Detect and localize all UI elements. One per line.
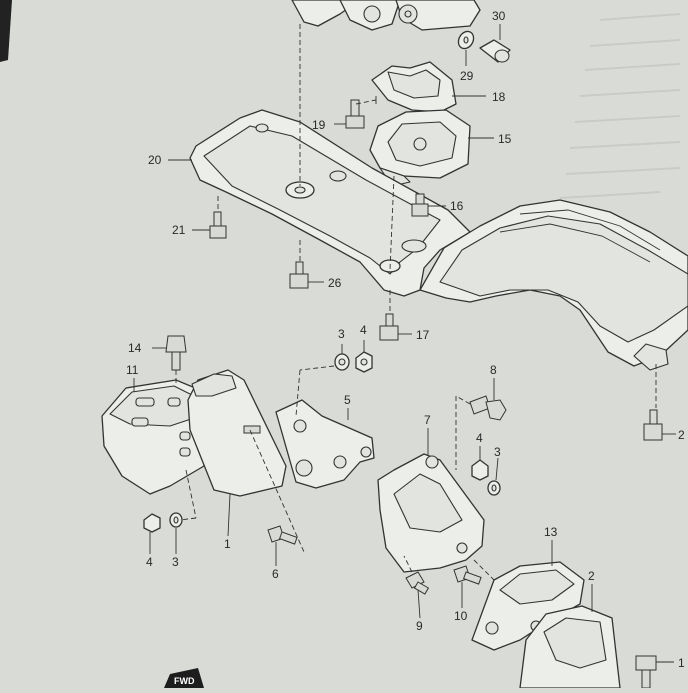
bolt-26 bbox=[289, 261, 309, 289]
callout-4-left: 4 bbox=[146, 555, 153, 569]
bleed-through-text bbox=[559, 13, 681, 199]
mount-bracket-11 bbox=[101, 379, 205, 495]
callout-20: 20 bbox=[148, 153, 162, 167]
callout-10: 10 bbox=[454, 609, 468, 623]
bolt-16 bbox=[411, 193, 429, 217]
nut-4-left bbox=[143, 513, 161, 533]
bolt-14 bbox=[165, 335, 187, 371]
callout-9: 9 bbox=[416, 619, 423, 633]
callout-15: 15 bbox=[498, 132, 512, 146]
leader-lines bbox=[133, 24, 676, 663]
callout-14: 14 bbox=[128, 341, 142, 355]
stud-bolt bbox=[243, 425, 261, 434]
callout-3-lower: 3 bbox=[494, 445, 501, 459]
alignment-lines bbox=[175, 24, 657, 581]
callout-2-edge: 2 bbox=[678, 428, 685, 442]
callout-17: 17 bbox=[416, 328, 430, 342]
tunnel-cover bbox=[419, 199, 688, 371]
bolt-17 bbox=[379, 313, 399, 341]
callout-11: 11 bbox=[126, 363, 139, 377]
callout-4-upper: 4 bbox=[360, 323, 367, 337]
callout-2: 2 bbox=[588, 569, 595, 583]
callout-6: 6 bbox=[272, 567, 279, 581]
upper-engine-mount-assembly bbox=[291, 0, 481, 31]
collar-30 bbox=[479, 39, 511, 63]
bolt-bottom-right bbox=[635, 655, 657, 689]
mount-bracket-5 bbox=[275, 399, 375, 489]
mount-bracket-15 bbox=[369, 109, 471, 187]
callout-5: 5 bbox=[344, 393, 351, 407]
callout-4-lower: 4 bbox=[476, 431, 483, 445]
mount-rubber-2 bbox=[519, 605, 621, 689]
callout-16: 16 bbox=[450, 199, 464, 213]
callout-18: 18 bbox=[492, 90, 506, 104]
mount-rubber-18 bbox=[371, 61, 457, 113]
mount-bracket-7 bbox=[377, 453, 485, 573]
bolt-6 bbox=[267, 525, 298, 545]
bolt-10 bbox=[453, 565, 482, 585]
callout-29: 29 bbox=[460, 69, 474, 83]
bolt-right-edge bbox=[643, 409, 663, 441]
callout-21: 21 bbox=[172, 223, 186, 237]
callout-13: 13 bbox=[544, 525, 558, 539]
bolt-8 bbox=[469, 395, 507, 421]
bolt-19 bbox=[345, 99, 365, 129]
mount-rubber-1 bbox=[187, 369, 287, 497]
callout-1: 1 bbox=[224, 537, 231, 551]
nut-4-lower bbox=[471, 459, 489, 481]
callout-1-edge: 1 bbox=[678, 656, 685, 670]
page-corner-shadow bbox=[0, 0, 12, 62]
fwd-arrow-badge: FWD bbox=[164, 668, 204, 688]
callout-7: 7 bbox=[424, 413, 431, 427]
callout-26: 26 bbox=[328, 276, 342, 290]
mount-bracket-13 bbox=[471, 561, 585, 651]
callout-3-left: 3 bbox=[172, 555, 179, 569]
callout-19: 19 bbox=[312, 118, 326, 132]
callout-8: 8 bbox=[490, 363, 497, 377]
bolt-21 bbox=[209, 211, 227, 239]
callout-labels: 30 29 18 15 19 20 16 21 26 17 3 4 14 11 … bbox=[126, 9, 685, 670]
crossmember-20 bbox=[189, 109, 471, 297]
callout-3-upper: 3 bbox=[338, 327, 345, 341]
callout-30: 30 bbox=[492, 9, 506, 23]
fwd-label: FWD bbox=[174, 676, 195, 686]
bolt-9 bbox=[405, 571, 430, 595]
